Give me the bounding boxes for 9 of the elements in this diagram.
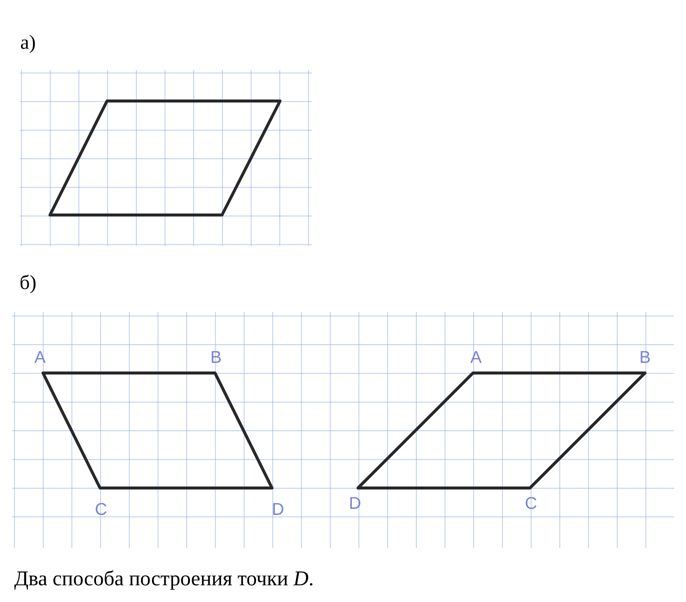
vertex-label: D [273,503,284,515]
vertex-label: B [212,351,221,363]
vertex-label: D [350,497,360,509]
panel-label: а) [20,34,35,54]
vertex-label: B [640,351,650,363]
vertex-label: C [526,497,536,509]
vertex-label: C [96,503,106,515]
caption: Два способа построения точки D. [14,570,312,590]
panel-label: б) [20,274,36,294]
